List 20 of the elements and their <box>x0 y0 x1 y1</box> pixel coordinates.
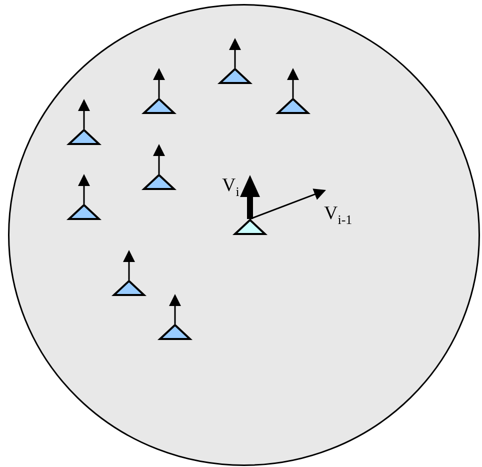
arrow <box>240 175 260 219</box>
arrow <box>78 174 90 204</box>
triangle-marker <box>141 174 177 190</box>
triangle-marker <box>66 204 102 220</box>
circle-region <box>8 4 480 466</box>
triangle-marker <box>217 68 253 84</box>
triangle-marker <box>111 280 147 296</box>
arrow <box>229 38 241 68</box>
arrow <box>169 294 181 324</box>
arrow <box>153 68 165 98</box>
arrow <box>250 188 326 220</box>
arrow <box>78 99 90 129</box>
triangle-marker <box>275 98 311 114</box>
triangle-marker <box>232 218 268 235</box>
arrow <box>287 68 299 98</box>
arrow <box>123 250 135 280</box>
arrow <box>153 144 165 174</box>
triangle-marker <box>157 324 193 340</box>
triangle-marker <box>141 98 177 114</box>
triangle-marker <box>66 128 102 145</box>
